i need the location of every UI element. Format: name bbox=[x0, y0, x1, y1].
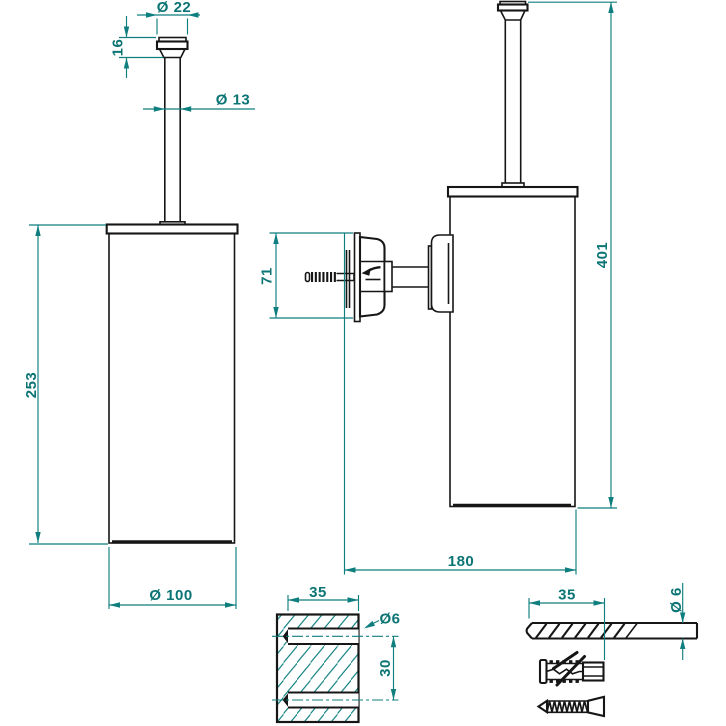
container-lid bbox=[446, 185, 579, 198]
dim-rod-diameter: Ø 13 bbox=[143, 92, 255, 112]
dim-depth-from-wall: 180 bbox=[343, 233, 577, 575]
dim-hole-depth: 35 bbox=[287, 584, 360, 611]
dim-container-diameter: Ø 100 bbox=[108, 547, 237, 609]
container-body bbox=[449, 195, 576, 508]
bracket-screw bbox=[304, 271, 355, 283]
drill-bit bbox=[525, 621, 699, 640]
dim-label: Ø 100 bbox=[149, 587, 192, 604]
dim-label: 401 bbox=[594, 242, 611, 269]
dim-container-height: 253 bbox=[23, 224, 108, 545]
fixing-screw bbox=[536, 695, 606, 718]
dim-hole-spacing: 30 bbox=[377, 636, 397, 700]
dim-label: 30 bbox=[377, 659, 394, 677]
dim-label: 71 bbox=[259, 267, 276, 285]
dim-label: Ø6 bbox=[379, 611, 400, 628]
container-lid bbox=[105, 223, 239, 235]
dim-cap-diameter: Ø 22 bbox=[137, 0, 200, 35]
insert-direction-arrow-icon bbox=[361, 266, 381, 281]
dim-label: 253 bbox=[23, 372, 40, 399]
wall-bracket bbox=[304, 232, 454, 323]
dim-bracket-height: 71 bbox=[259, 232, 353, 319]
dim-label: Ø 13 bbox=[216, 92, 251, 109]
brush-handle-neck bbox=[158, 48, 187, 59]
brush-handle-cap bbox=[155, 40, 189, 51]
dim-drill-diameter: Ø 6 bbox=[668, 583, 686, 660]
wall-mounted-view bbox=[304, 0, 579, 508]
mount-plate bbox=[430, 234, 454, 313]
wall-section-view bbox=[272, 613, 399, 724]
dim-overall-height: 401 bbox=[528, 1, 617, 509]
brush-handle-neck bbox=[499, 9, 527, 21]
dim-label: 16 bbox=[110, 39, 127, 57]
freestanding-view bbox=[105, 36, 239, 544]
hardware-view bbox=[525, 621, 699, 718]
dim-label: 180 bbox=[448, 553, 475, 570]
container-body bbox=[108, 232, 236, 544]
dim-label: 35 bbox=[558, 587, 576, 604]
dim-label: 35 bbox=[309, 584, 327, 601]
bracket-collar-ring bbox=[383, 260, 393, 293]
wall-plug bbox=[538, 651, 605, 687]
bracket-bell-flange bbox=[358, 235, 386, 318]
dim-drill-depth: 35 bbox=[528, 587, 606, 660]
brush-handle-cap bbox=[496, 3, 529, 12]
dim-hole-diameter: Ø6 bbox=[364, 611, 400, 629]
dim-label: Ø 22 bbox=[157, 0, 192, 16]
dim-cap-height: 16 bbox=[110, 16, 164, 78]
dim-label: Ø 6 bbox=[668, 587, 685, 613]
